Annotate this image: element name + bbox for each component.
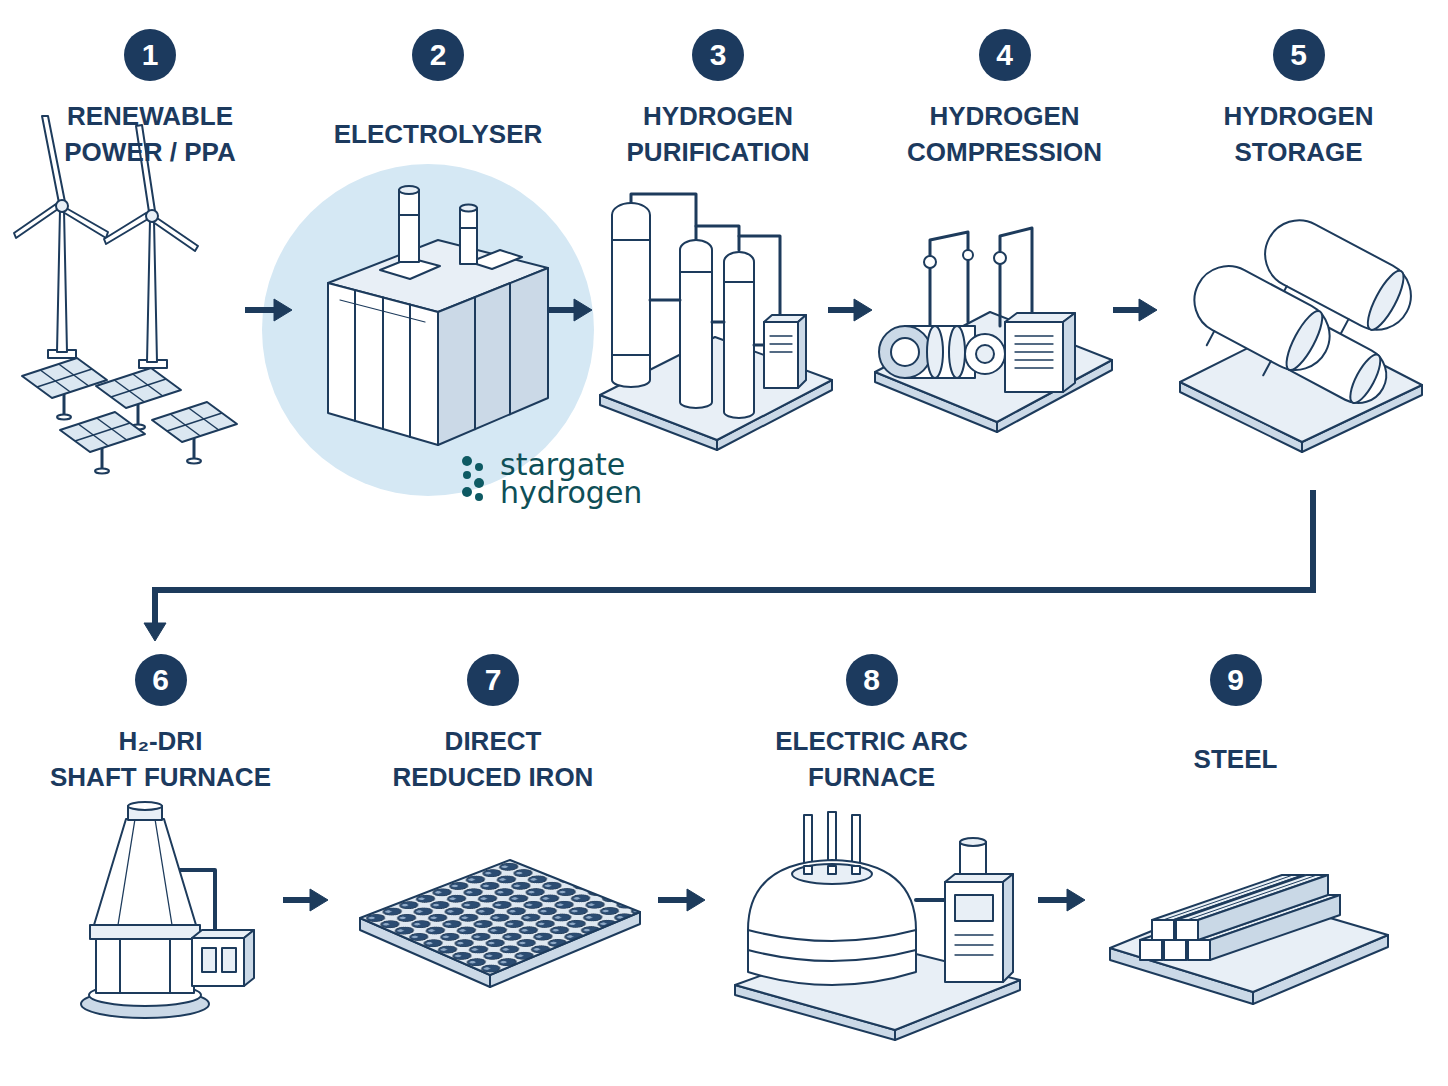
process-step: 3HYDROGEN PURIFICATION bbox=[592, 16, 828, 490]
compressor-skid bbox=[875, 228, 1112, 432]
step-label: STEEL bbox=[1116, 741, 1356, 777]
arrow-head bbox=[144, 623, 166, 641]
step-label-area: ELECTROLYSER bbox=[328, 97, 548, 171]
process-step: 2ELECTROLYSER bbox=[292, 16, 548, 490]
step-label: H₂-DRI SHAFT FURNACE bbox=[38, 723, 283, 795]
callout-number: 3 bbox=[692, 29, 744, 81]
arrow-head bbox=[854, 299, 872, 321]
callout-number: 7 bbox=[467, 654, 519, 706]
flow-arrow bbox=[828, 299, 872, 321]
flow-arrow bbox=[245, 299, 292, 321]
process-step: 8ELECTRIC ARC FURNACE bbox=[705, 641, 1038, 1040]
callout-number: 5 bbox=[1273, 29, 1325, 81]
step-label: DIRECT REDUCED IRON bbox=[386, 723, 601, 795]
arrow-line bbox=[1113, 307, 1141, 313]
process-step: 9STEEL bbox=[1085, 641, 1400, 1040]
callout-number: 4 bbox=[979, 29, 1031, 81]
brand-logo: stargate hydrogen bbox=[500, 451, 642, 507]
step-label: ELECTRIC ARC FURNACE bbox=[757, 723, 987, 795]
logo-mark bbox=[462, 456, 484, 501]
line-spacer bbox=[38, 723, 88, 759]
process-step: 5HYDROGEN STORAGE bbox=[1157, 16, 1420, 490]
step-label-area: HYDROGEN PURIFICATION bbox=[608, 97, 828, 171]
arrow-line bbox=[658, 897, 689, 903]
process-step: 4HYDROGEN COMPRESSION bbox=[872, 16, 1113, 490]
callout-number: 8 bbox=[846, 654, 898, 706]
process-step: 7DIRECT REDUCED IRON bbox=[328, 641, 658, 1040]
process-step: 6H₂-DRI SHAFT FURNACE bbox=[30, 641, 283, 1040]
storage-tanks bbox=[1175, 208, 1423, 452]
step-label: HYDROGEN COMPRESSION bbox=[896, 98, 1113, 170]
step-label-area: DIRECT REDUCED IRON bbox=[328, 722, 658, 796]
electric-arc-furnace bbox=[735, 812, 1020, 1040]
arrow-line bbox=[245, 307, 276, 313]
solar-array bbox=[22, 358, 237, 474]
arrow-line bbox=[283, 897, 312, 903]
step-label-area: HYDROGEN STORAGE bbox=[1177, 97, 1420, 171]
arrow-head bbox=[1139, 299, 1157, 321]
step-label-area: RENEWABLE POWER / PPA bbox=[55, 97, 245, 171]
step-label-area: STEEL bbox=[1085, 722, 1386, 796]
flow-arrow bbox=[1038, 889, 1085, 911]
flow-arrow bbox=[548, 299, 592, 321]
dri-pellet-tray bbox=[360, 860, 640, 987]
flow-arrow bbox=[144, 490, 1313, 641]
process-step: 1RENEWABLE POWER / PPA bbox=[55, 16, 245, 490]
step-label-area: ELECTRIC ARC FURNACE bbox=[705, 722, 1038, 796]
flow-arrow bbox=[1113, 299, 1157, 321]
callout-number: 9 bbox=[1210, 654, 1262, 706]
step-label-area: HYDROGEN COMPRESSION bbox=[896, 97, 1113, 171]
arrow-head bbox=[574, 299, 592, 321]
electrolyser-container bbox=[328, 186, 548, 445]
arrow-line bbox=[828, 307, 856, 313]
steel-bars bbox=[1110, 875, 1388, 1004]
highlight-circle bbox=[262, 164, 594, 496]
line-spacer bbox=[233, 723, 283, 759]
step-label: RENEWABLE POWER / PPA bbox=[55, 98, 245, 170]
arrow-line bbox=[155, 490, 1313, 625]
callout-number: 1 bbox=[124, 29, 176, 81]
step-label: HYDROGEN PURIFICATION bbox=[608, 98, 828, 170]
flow-arrow bbox=[283, 889, 328, 911]
arrow-line bbox=[548, 307, 576, 313]
step-label-area: H₂-DRI SHAFT FURNACE bbox=[38, 722, 283, 796]
callout-number: 2 bbox=[412, 29, 464, 81]
arrow-head bbox=[310, 889, 328, 911]
shaft-furnace bbox=[81, 802, 254, 1018]
step-label: ELECTROLYSER bbox=[328, 116, 548, 152]
step-label: HYDROGEN STORAGE bbox=[1177, 98, 1420, 170]
flow-arrow bbox=[658, 889, 705, 911]
arrow-head bbox=[274, 299, 292, 321]
callout-number: 6 bbox=[135, 654, 187, 706]
arrow-head bbox=[687, 889, 705, 911]
purification-skid bbox=[600, 194, 832, 450]
arrow-head bbox=[1067, 889, 1085, 911]
arrow-line bbox=[1038, 897, 1069, 903]
